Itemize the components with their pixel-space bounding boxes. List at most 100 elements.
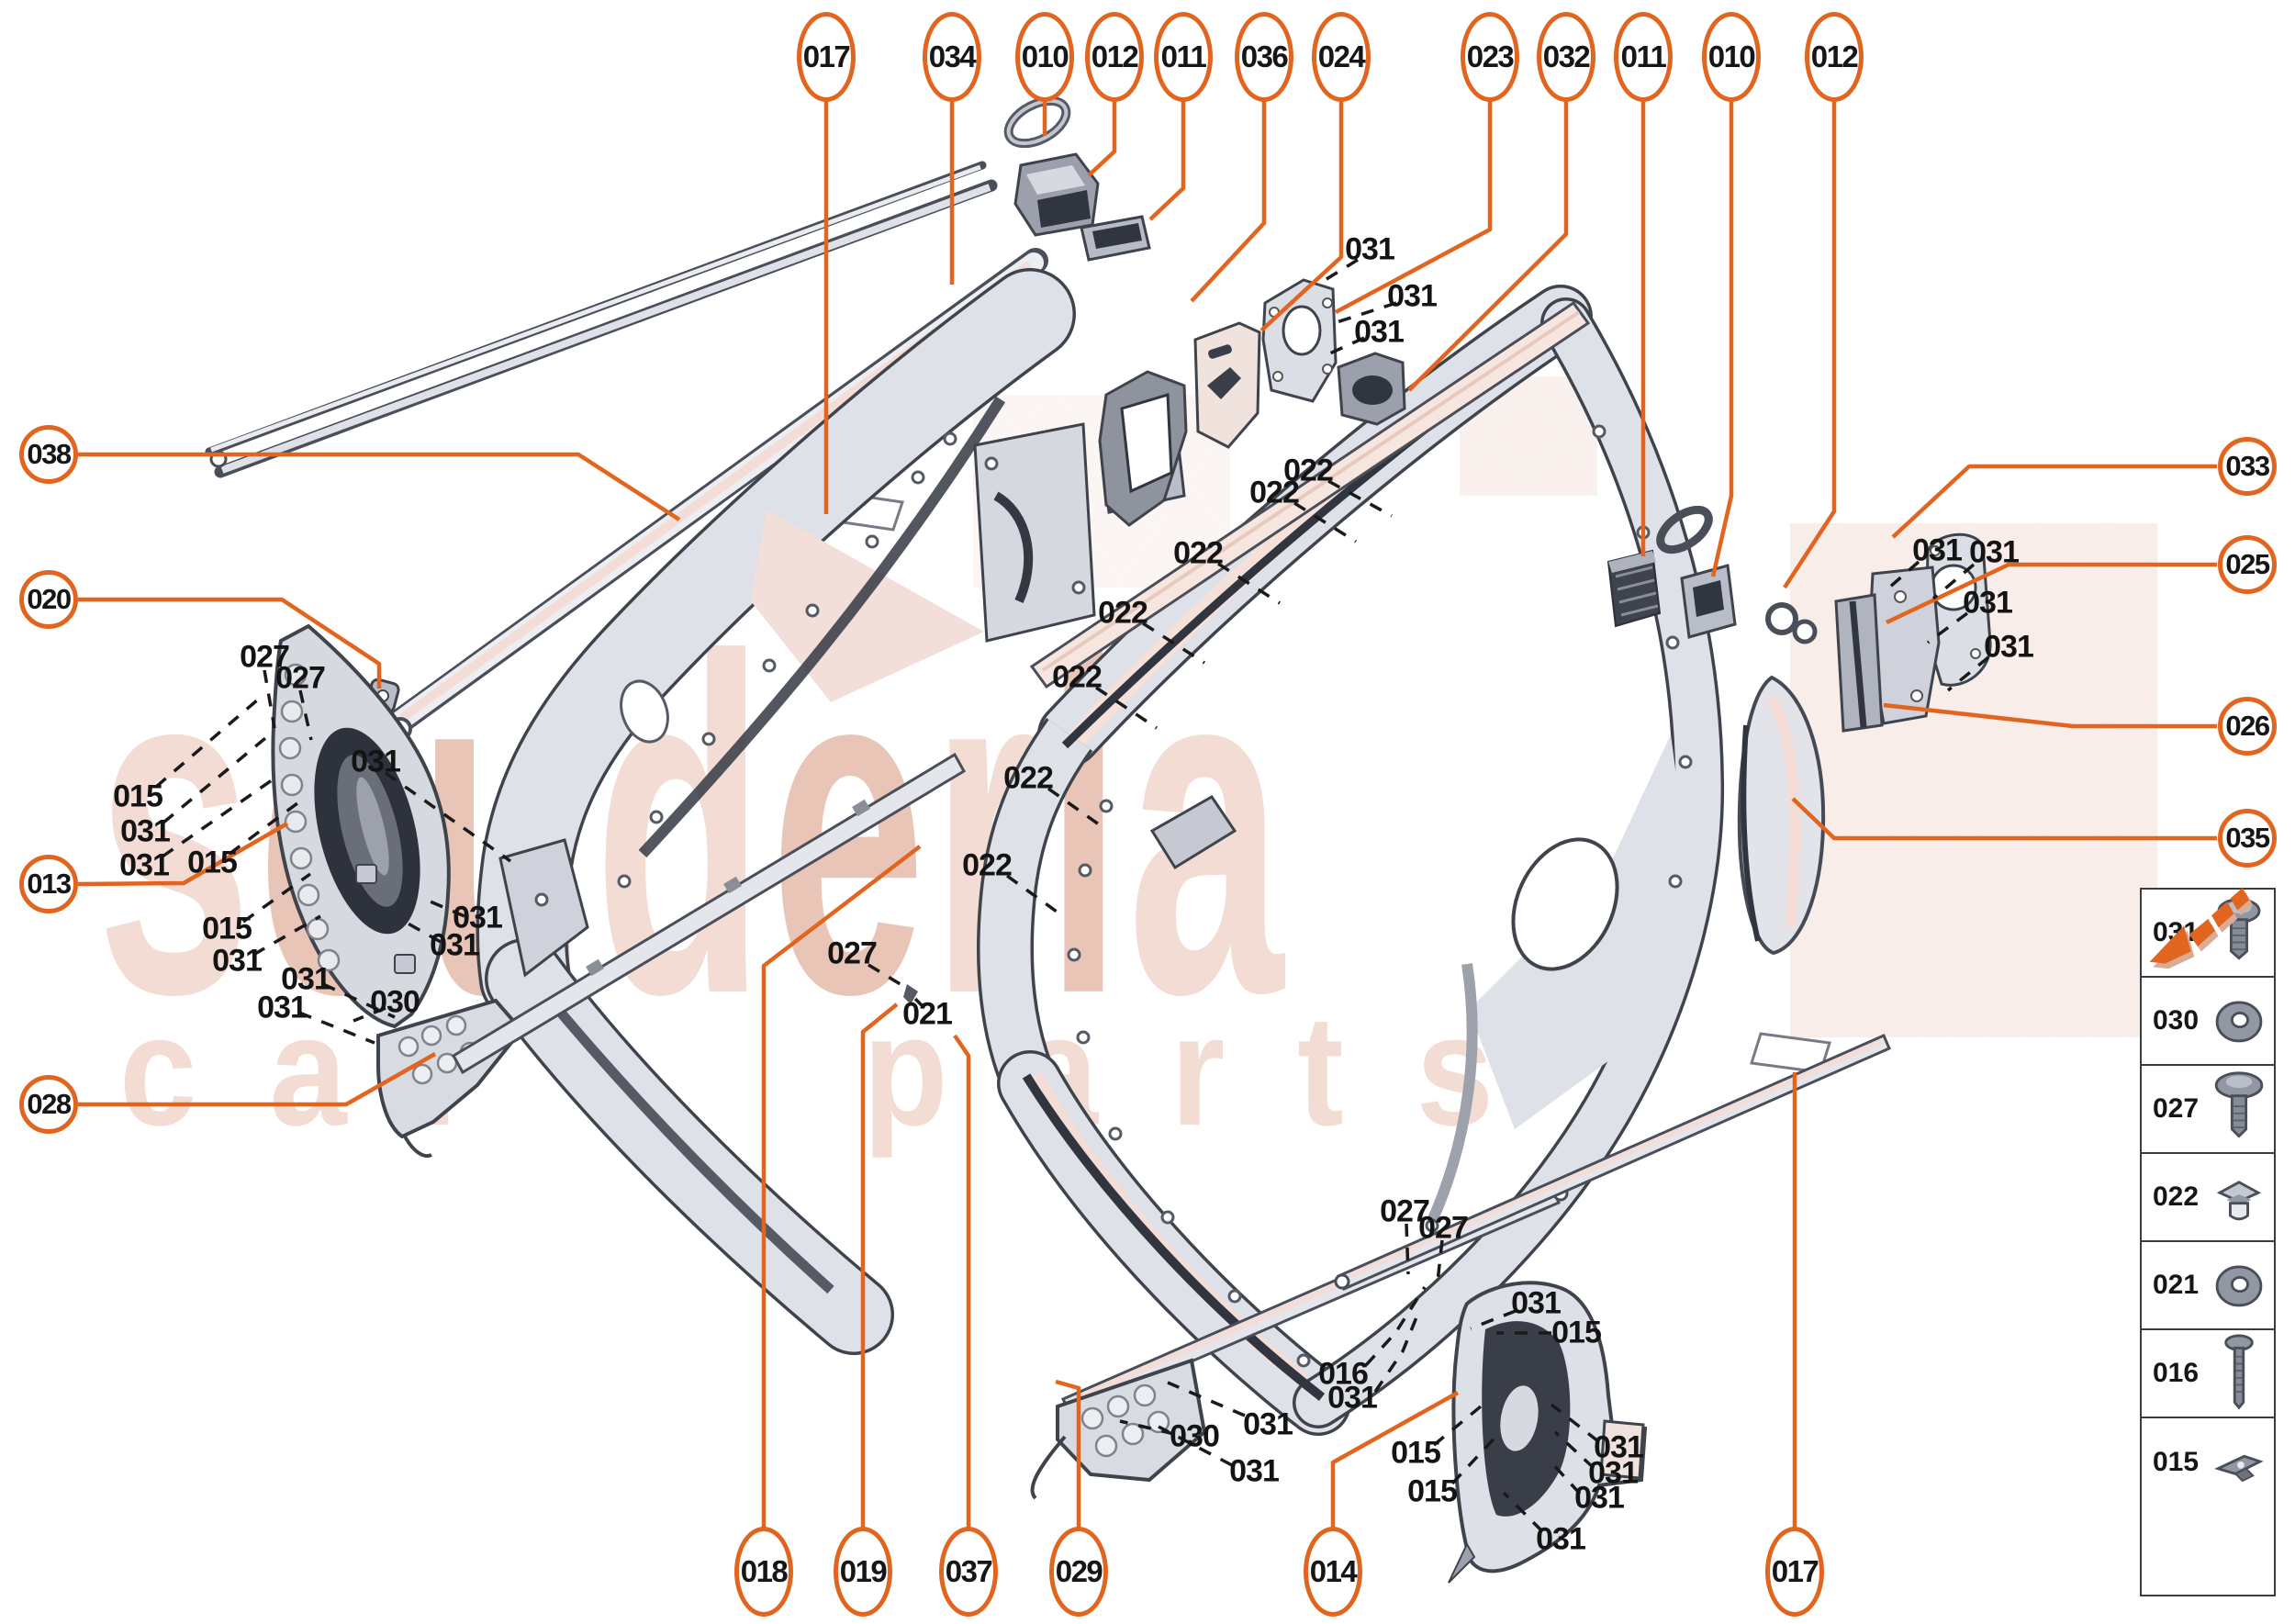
part-pin-021[interactable]: [903, 984, 918, 1004]
part-number-label-031: 031: [1594, 1429, 1644, 1465]
leader-line: [1259, 101, 1344, 332]
part-number-label-015: 015: [113, 778, 163, 814]
badge-034[interactable]: 034: [923, 12, 981, 102]
part-number-label-022: 022: [1283, 453, 1334, 488]
dashed-pointer-line: [913, 997, 925, 1009]
legend-row-021[interactable]: 021: [2142, 1242, 2274, 1330]
part-number-label-022: 022: [1052, 659, 1103, 695]
badge-010[interactable]: 010: [1015, 12, 1074, 102]
dashed-pointer-line: [384, 771, 512, 863]
part-number-label-031: 031: [453, 900, 503, 935]
leader-line: [78, 597, 382, 689]
leader-line: [761, 845, 922, 1528]
badge-012[interactable]: 012: [1805, 12, 1864, 102]
badge-024[interactable]: 024: [1312, 12, 1371, 102]
dashed-pointer-line: [1095, 686, 1158, 730]
part-top-clips[interactable]: [1002, 92, 1151, 262]
dashed-pointer-line: [241, 872, 312, 924]
dashed-pointer-line: [1550, 1403, 1600, 1443]
dashed-pointer-line: [404, 920, 442, 944]
dashed-pointer-line: [1373, 1312, 1420, 1393]
part-roof-side-member[interactable]: [1029, 300, 1591, 689]
badge-036[interactable]: 036: [1235, 12, 1293, 102]
badge-019[interactable]: 019: [834, 1527, 892, 1617]
part-number-label-022: 022: [1003, 760, 1054, 796]
part-roof-rail-strips[interactable]: [205, 161, 998, 478]
badge-011[interactable]: 011: [1154, 12, 1213, 102]
legend-part-number: 022: [2153, 1182, 2200, 1212]
badge-035[interactable]: 035: [2218, 809, 2277, 868]
dashed-pointer-line: [1142, 622, 1205, 665]
dashed-pointer-line: [298, 689, 313, 741]
legend-part-number: 027: [2153, 1093, 2200, 1124]
part-number-label-031: 031: [1912, 532, 1963, 568]
badge-017[interactable]: 017: [1765, 1527, 1824, 1617]
screw2-icon: [2216, 1073, 2262, 1137]
part-number-label-021: 021: [902, 996, 953, 1032]
badge-029[interactable]: 029: [1049, 1527, 1108, 1617]
badge-020[interactable]: 020: [19, 570, 78, 629]
part-pillar-blade[interactable]: [1737, 675, 1826, 956]
legend-part-number: 030: [2153, 1005, 2200, 1036]
badge-032[interactable]: 032: [1537, 12, 1595, 102]
part-number-label-022: 022: [962, 847, 1013, 883]
part-number-label-031: 031: [1345, 231, 1395, 267]
part-wheelarch-shield[interactable]: [1334, 1034, 1891, 1584]
badge-017[interactable]: 017: [797, 12, 856, 102]
bolt-icon: [2226, 1336, 2253, 1407]
flatclip-icon: [2218, 1456, 2260, 1481]
dashed-pointer-line: [263, 669, 276, 729]
legend-row-022[interactable]: 022: [2142, 1154, 2274, 1242]
part-number-label-027: 027: [1418, 1210, 1469, 1246]
badge-028[interactable]: 028: [19, 1075, 78, 1134]
dashed-pointer-line: [1553, 1430, 1595, 1470]
dashed-pointer-line: [252, 914, 321, 957]
dashed-pointer-line: [162, 733, 272, 824]
leader-line: [860, 1002, 899, 1528]
badge-012[interactable]: 012: [1085, 12, 1144, 102]
part-inner-side-frame[interactable]: [476, 268, 1076, 1355]
part-number-label-031: 031: [1963, 585, 2013, 621]
leader-line: [77, 822, 289, 887]
badge-014[interactable]: 014: [1304, 1527, 1362, 1617]
legend-row-015[interactable]: 015: [2142, 1418, 2274, 1506]
part-number-label-031: 031: [1387, 278, 1438, 314]
badge-013[interactable]: 013: [19, 855, 78, 913]
badge-018[interactable]: 018: [734, 1527, 793, 1617]
part-number-label-031: 031: [430, 927, 480, 963]
dashed-pointer-line: [1550, 1461, 1582, 1495]
badge-010[interactable]: 010: [1702, 12, 1761, 102]
dashed-pointer-line: [1167, 1381, 1246, 1417]
leader-line: [1407, 101, 1569, 392]
badge-037[interactable]: 037: [939, 1527, 998, 1617]
leader-line: [953, 1034, 971, 1528]
part-number-label-027: 027: [827, 935, 878, 971]
part-number-label-031: 031: [1354, 314, 1405, 350]
badge-011[interactable]: 011: [1614, 12, 1673, 102]
badge-025[interactable]: 025: [2218, 535, 2277, 594]
leader-line: [1891, 464, 2217, 539]
dashed-pointer-line: [1946, 655, 1990, 692]
legend-row-016[interactable]: 016: [2142, 1330, 2274, 1418]
part-number-label-022: 022: [1249, 475, 1300, 510]
part-sill-strip-left[interactable]: [451, 752, 967, 1075]
dashed-pointer-line: [1005, 874, 1065, 918]
badge-033[interactable]: 033: [2218, 437, 2277, 496]
badge-023[interactable]: 023: [1461, 12, 1519, 102]
badge-038[interactable]: 038: [19, 425, 78, 484]
part-number-label-031: 031: [119, 847, 170, 883]
dashed-pointer-line: [1327, 479, 1393, 518]
legend-row-030[interactable]: 030: [2142, 978, 2274, 1066]
part-rail-clips-right[interactable]: [1606, 502, 1737, 639]
badge-026[interactable]: 026: [2218, 697, 2277, 756]
part-number-label-031: 031: [1229, 1453, 1280, 1489]
legend-row-027[interactable]: 027: [2142, 1066, 2274, 1154]
dashed-pointer-line: [1323, 336, 1365, 358]
part-bracket-cluster-mid[interactable]: [1098, 278, 1406, 527]
leader-line: [1087, 101, 1117, 177]
part-cowl-triangle-left[interactable]: [376, 998, 524, 1158]
brand-logo-cell: [2142, 888, 2274, 1595]
leader-line: [1334, 101, 1493, 314]
part-number-label-027: 027: [275, 660, 326, 696]
